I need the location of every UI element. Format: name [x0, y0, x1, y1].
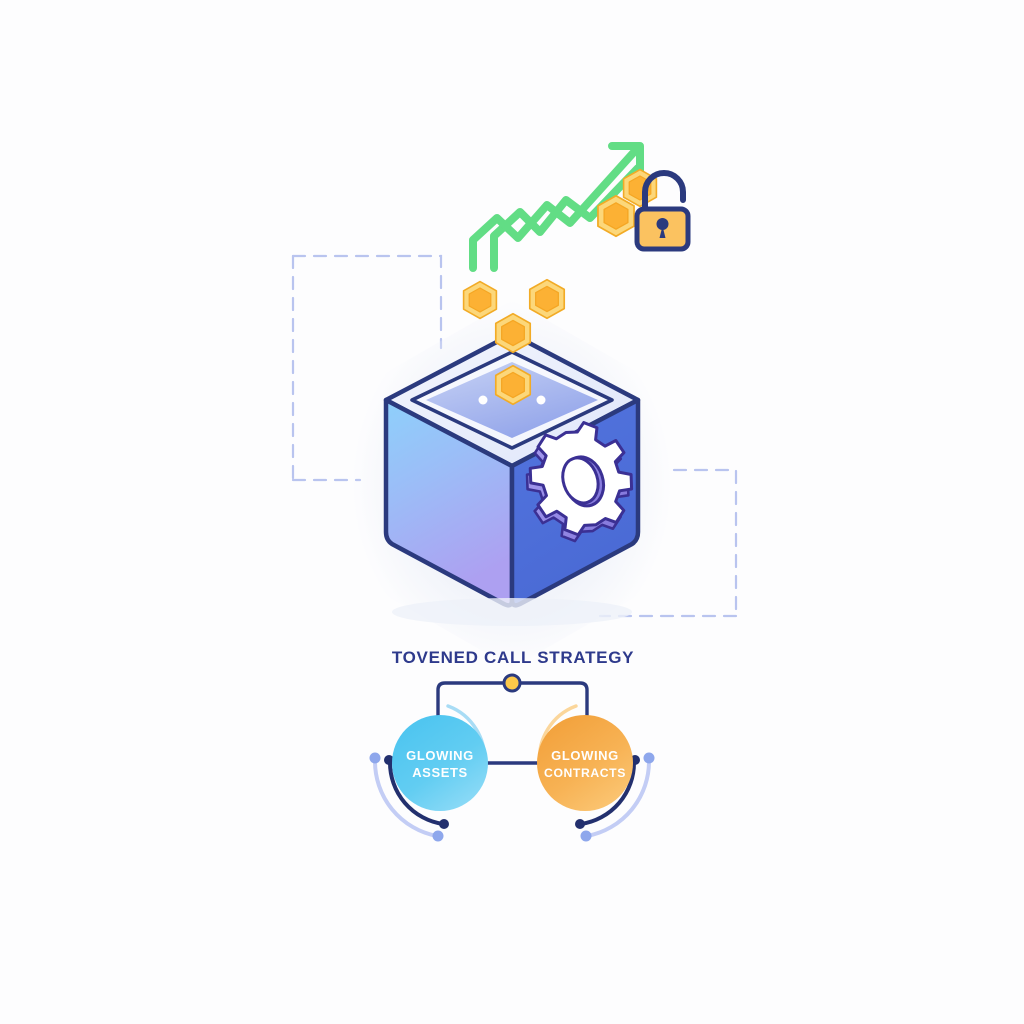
gear-icon	[525, 421, 634, 543]
strategy-diagram: TOVENED CALL STRATEGY	[369, 648, 655, 842]
unlock-icon	[634, 170, 691, 252]
node-glowing-assets[interactable]: GLOWING ASSETS	[392, 715, 488, 811]
node-label-line-1: GLOWING	[551, 748, 619, 763]
node-glowing-contracts[interactable]: GLOWING CONTRACTS	[537, 715, 633, 811]
cube-top-rim-outline	[410, 350, 614, 450]
slot-dot-left	[478, 395, 488, 405]
node-label-line-1: GLOWING	[406, 748, 474, 763]
growth-arrow-icon	[469, 142, 644, 272]
node-label-line-2: ASSETS	[412, 765, 468, 780]
connector-hub-dot	[502, 673, 522, 693]
decor-arcs-right	[575, 752, 655, 842]
decor-arcs-left	[369, 752, 449, 842]
dashed-frame-left	[291, 254, 443, 482]
cube-shadow	[392, 598, 632, 626]
vault-cube	[383, 331, 641, 626]
node-label-line-2: CONTRACTS	[544, 766, 626, 780]
slot-dot-right	[536, 395, 546, 405]
diagram-title: TOVENED CALL STRATEGY	[392, 648, 634, 667]
